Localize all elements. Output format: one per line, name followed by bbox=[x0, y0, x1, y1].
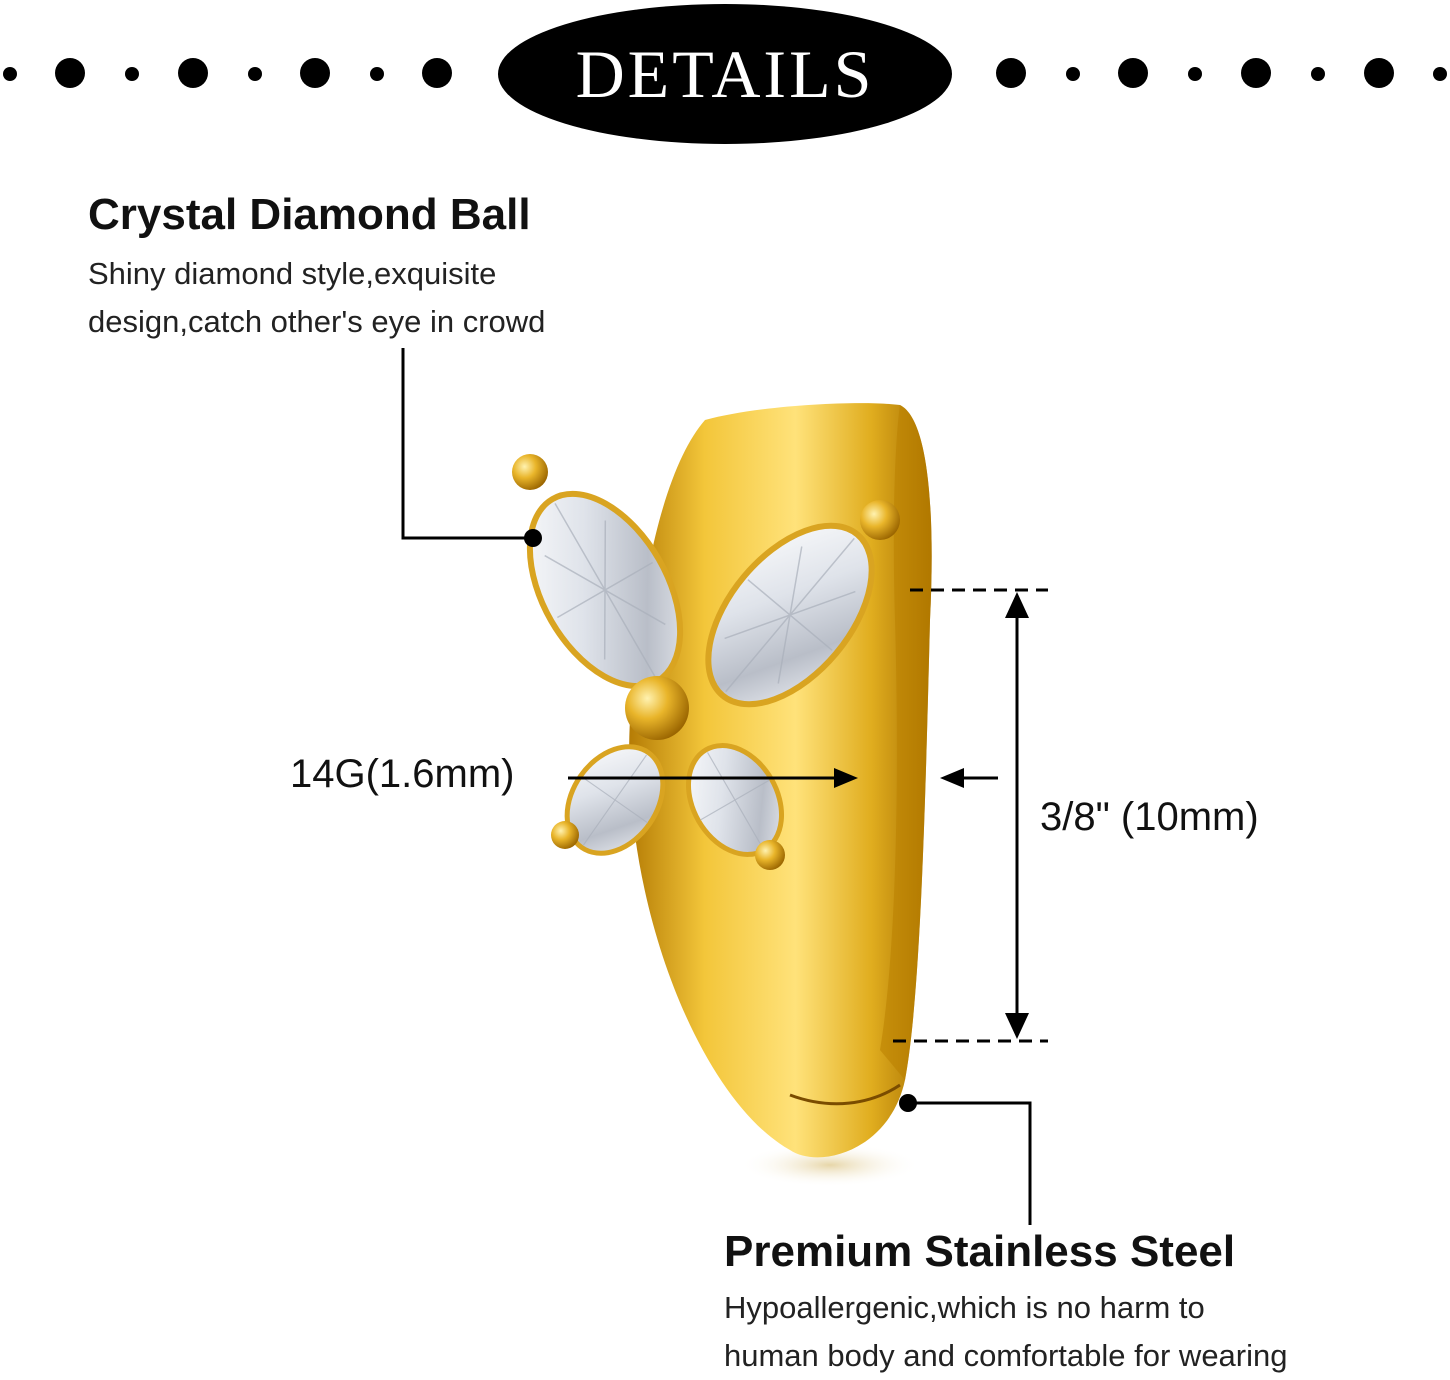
steel-desc-line2: human body and comfortable for wearing bbox=[724, 1338, 1288, 1373]
crystal-feature-desc: Shiny diamond style,exquisite design,cat… bbox=[88, 250, 545, 346]
steel-callout-line bbox=[899, 1094, 1032, 1225]
steel-desc-line1: Hypoallergenic,which is no harm to bbox=[724, 1290, 1205, 1325]
steel-feature-title: Premium Stainless Steel bbox=[724, 1227, 1236, 1276]
gauge-indicator bbox=[568, 768, 998, 788]
length-label: 3/8" (10mm) bbox=[1040, 795, 1259, 839]
crystal-desc-line1: Shiny diamond style,exquisite bbox=[88, 256, 497, 291]
crystal-desc-line2: design,catch other's eye in crowd bbox=[88, 304, 546, 339]
gauge-label: 14G(1.6mm) bbox=[290, 752, 515, 796]
details-title: DETAILS bbox=[575, 35, 875, 112]
steel-feature-desc: Hypoallergenic,which is no harm to human… bbox=[724, 1284, 1288, 1380]
butterfly-gem bbox=[512, 454, 900, 870]
details-banner: DETAILS bbox=[498, 4, 952, 144]
length-indicator bbox=[893, 588, 1048, 1043]
crystal-feature-title: Crystal Diamond Ball bbox=[88, 190, 531, 239]
crystal-callout-line bbox=[401, 348, 542, 547]
